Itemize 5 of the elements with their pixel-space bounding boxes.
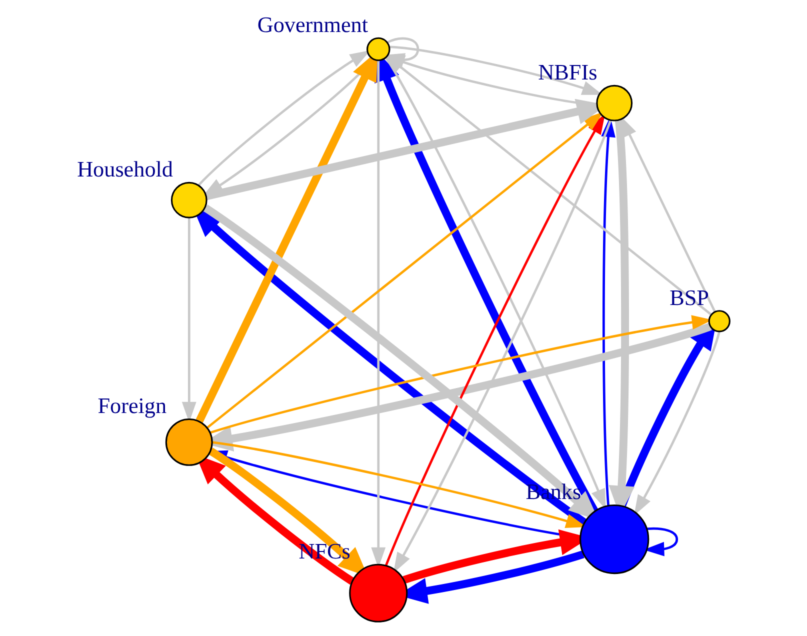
node-label: NBFIs	[538, 60, 597, 85]
node-label: Government	[256, 12, 368, 38]
node-label: Household	[76, 156, 172, 182]
node-label: BSP	[669, 284, 709, 310]
node-label: Foreign	[97, 393, 166, 418]
